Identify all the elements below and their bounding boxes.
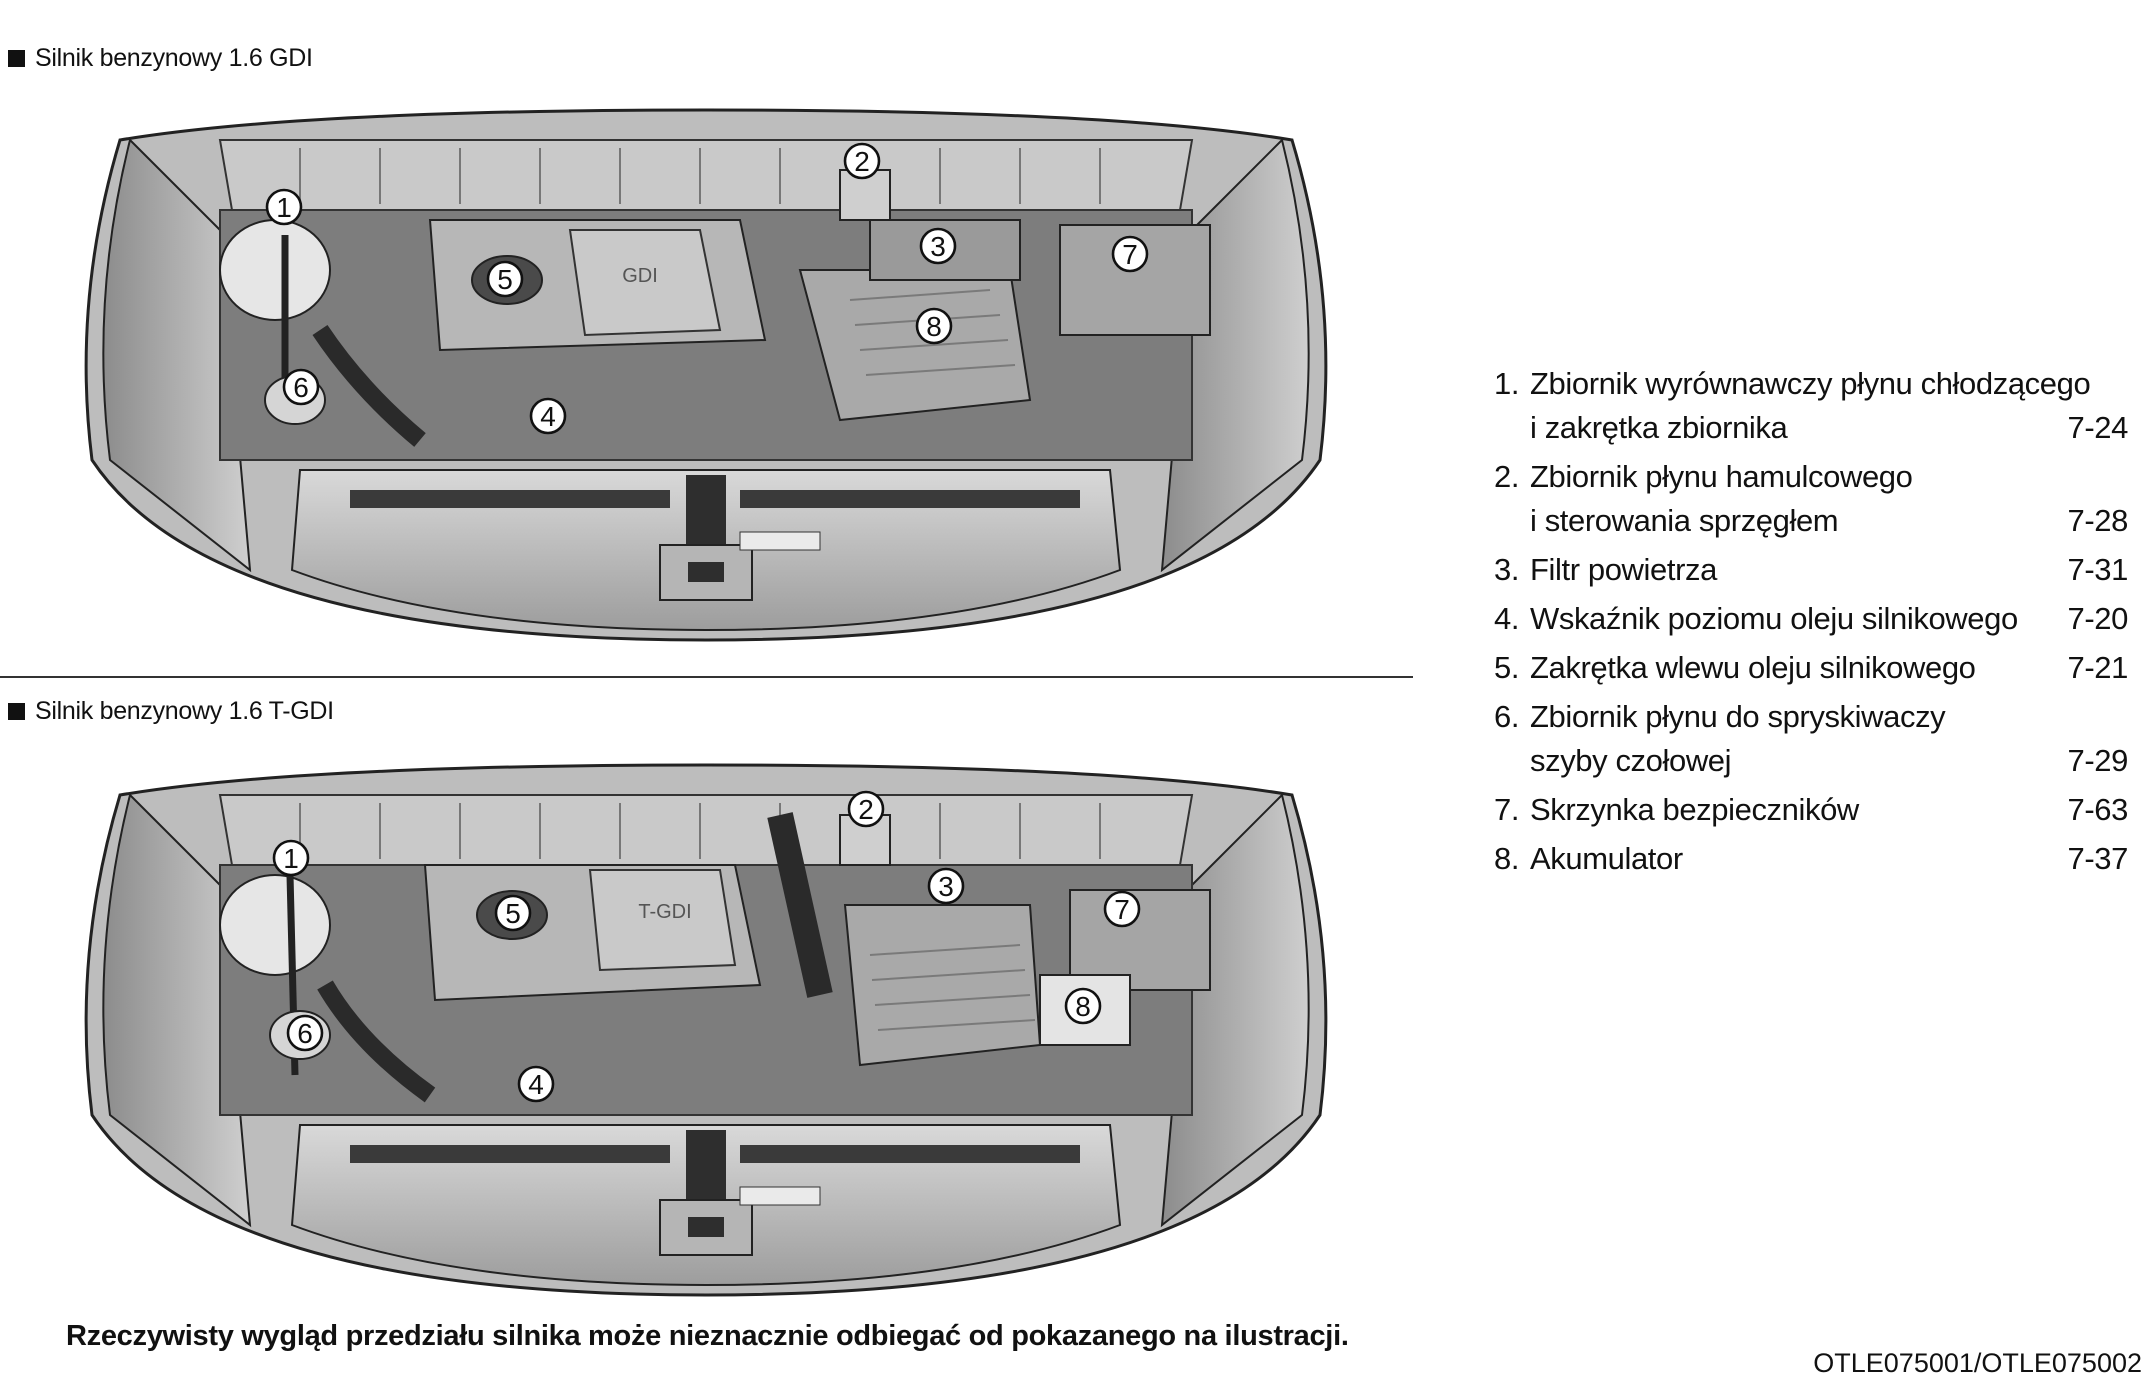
legend-page-ref: 7-31: [2067, 552, 2129, 587]
legend-page-ref: 7-37: [2067, 841, 2129, 876]
callout-8: 8: [915, 307, 953, 345]
svg-text:7: 7: [1122, 239, 1138, 270]
svg-text:8: 8: [926, 311, 942, 342]
legend-page-ref: 7-29: [2067, 743, 2129, 778]
svg-text:3: 3: [930, 231, 946, 262]
legend-text: Skrzynka bezpieczników: [1530, 792, 1859, 827]
legend-number: 5.: [1494, 650, 1520, 685]
callout-2: 2: [843, 142, 881, 180]
callout-7: 7: [1103, 890, 1141, 928]
callout-3: 3: [927, 867, 965, 905]
legend-page-ref: 7-24: [2067, 410, 2129, 445]
legend-number: 6.: [1494, 699, 1520, 734]
legend-page-ref: 7-28: [2067, 503, 2129, 538]
square-bullet-icon: [8, 50, 25, 67]
engine-diagram-tgdi: T-GDI 1 2 3 4 5 6 7 8: [84, 763, 1328, 1297]
svg-text:6: 6: [293, 372, 309, 403]
section-title-text: Silnik benzynowy 1.6 GDI: [35, 44, 313, 72]
callout-2: 2: [847, 790, 885, 828]
callout-5: 5: [486, 260, 524, 298]
figure-code: OTLE075001/OTLE075002: [1813, 1348, 2142, 1378]
legend-number: 7.: [1494, 792, 1520, 827]
callout-group-tgdi: 1 2 3 4 5 6 7 8: [272, 790, 1141, 1103]
legend-number: 4.: [1494, 601, 1520, 636]
svg-text:5: 5: [497, 264, 513, 295]
svg-text:7: 7: [1114, 894, 1130, 925]
callout-4: 4: [517, 1065, 555, 1103]
legend-page-ref: 7-63: [2067, 792, 2129, 827]
callout-1: 1: [265, 188, 303, 226]
legend-text: szyby czołowej: [1530, 743, 1732, 778]
square-bullet-icon: [8, 703, 25, 720]
legend-item-6: 6. Zbiornik płynu do spryskiwaczy szyby c…: [1494, 695, 2128, 783]
legend-text: Zakrętka wlewu oleju silnikowego: [1530, 650, 1976, 685]
callout-1: 1: [272, 839, 310, 877]
illustration-disclaimer: Rzeczywisty wygląd przedziału silnika mo…: [66, 1320, 1349, 1352]
legend-item-8: 8. Akumulator 7-37: [1494, 837, 2128, 881]
svg-text:5: 5: [505, 898, 521, 929]
legend-item-3: 3. Filtr powietrza 7-31: [1494, 548, 2128, 592]
legend-text: Filtr powietrza: [1530, 552, 1717, 587]
legend-text: Akumulator: [1530, 841, 1683, 876]
legend-page-ref: 7-21: [2067, 650, 2129, 685]
engine-diagram-gdi: GDI 1 2 3 4 5 6 7 8: [84, 108, 1328, 642]
svg-text:3: 3: [938, 871, 954, 902]
svg-text:1: 1: [283, 843, 299, 874]
legend-text: Zbiornik wyrównawczy płynu chłodzącego: [1530, 366, 2091, 401]
legend-number: 2.: [1494, 459, 1520, 494]
legend-text: Wskaźnik poziomu oleju silnikowego: [1530, 601, 2018, 636]
callout-6: 6: [282, 368, 320, 406]
svg-text:8: 8: [1075, 991, 1091, 1022]
section-title-tgdi: Silnik benzynowy 1.6 T-GDI: [8, 697, 334, 726]
callout-3: 3: [919, 227, 957, 265]
section-title-gdi: Silnik benzynowy 1.6 GDI: [8, 44, 313, 73]
svg-text:4: 4: [528, 1069, 544, 1100]
legend-text: Zbiornik płynu hamulcowego: [1530, 459, 1913, 494]
legend-number: 1.: [1494, 366, 1520, 401]
legend-item-2: 2. Zbiornik płynu hamulcowego i sterowani…: [1494, 455, 2128, 543]
component-legend: 1. Zbiornik wyrównawczy płynu chłodzącego…: [1494, 362, 2128, 886]
section-divider: [0, 676, 1413, 678]
section-title-text: Silnik benzynowy 1.6 T-GDI: [35, 697, 334, 725]
svg-text:GDI: GDI: [622, 265, 658, 287]
callout-4: 4: [529, 397, 567, 435]
callout-7: 7: [1111, 235, 1149, 273]
legend-item-1: 1. Zbiornik wyrównawczy płynu chłodzącego…: [1494, 362, 2128, 450]
legend-item-4: 4. Wskaźnik poziomu oleju silnikowego 7-2…: [1494, 597, 2128, 641]
legend-item-7: 7. Skrzynka bezpieczników 7-63: [1494, 788, 2128, 832]
legend-text: i zakrętka zbiornika: [1530, 410, 1788, 445]
callout-group-gdi: 1 2 3 4 5 6 7 8: [265, 142, 1149, 435]
callout-8: 8: [1064, 987, 1102, 1025]
svg-text:2: 2: [854, 146, 870, 177]
legend-page-ref: 7-20: [2067, 601, 2129, 636]
legend-number: 3.: [1494, 552, 1520, 587]
legend-text: i sterowania sprzęgłem: [1530, 503, 1839, 538]
svg-text:T-GDI: T-GDI: [638, 901, 691, 923]
legend-number: 8.: [1494, 841, 1520, 876]
callout-6: 6: [286, 1014, 324, 1052]
svg-text:6: 6: [297, 1018, 313, 1049]
svg-text:4: 4: [540, 401, 556, 432]
legend-text: Zbiornik płynu do spryskiwaczy: [1530, 699, 1946, 734]
legend-item-5: 5. Zakrętka wlewu oleju silnikowego 7-21: [1494, 646, 2128, 690]
svg-text:2: 2: [858, 794, 874, 825]
svg-text:1: 1: [276, 192, 292, 223]
callout-5: 5: [494, 894, 532, 932]
